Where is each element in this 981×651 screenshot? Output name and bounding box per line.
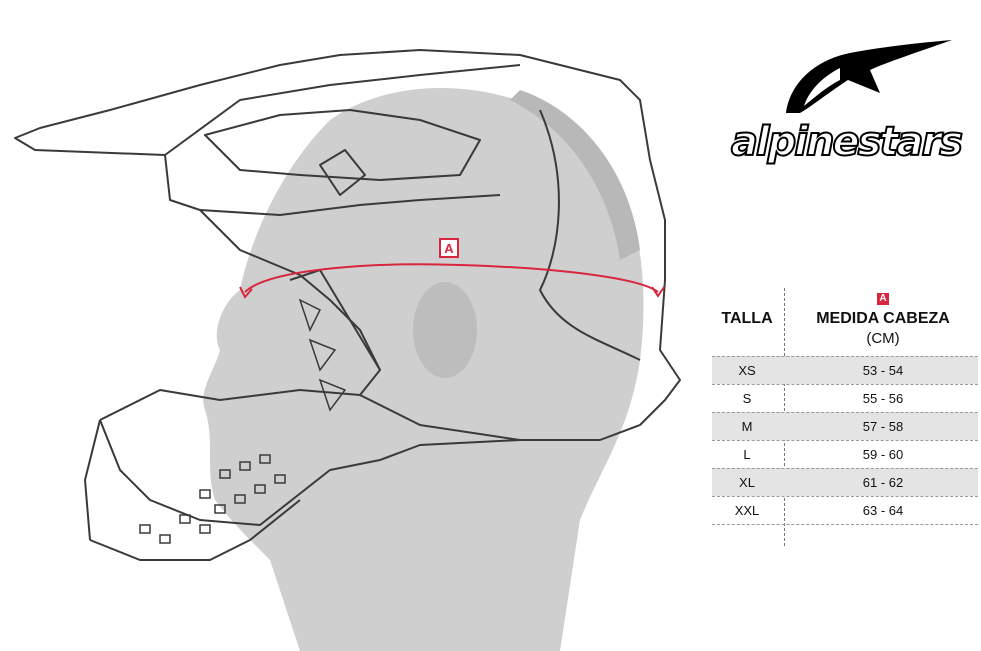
head-measure-line: A [239,238,665,299]
header-measure-unit: (CM) [866,330,900,347]
helmet-illustration: A [14,49,681,651]
table-row: XS 53 - 54 [712,356,978,384]
table-row: L 59 - 60 [712,440,978,468]
row-size: L [743,447,751,462]
row-cm: 59 - 60 [862,447,904,462]
row-cm: 53 - 54 [862,363,904,378]
brand-logo: alpinestars [720,38,972,168]
header-size: TALLA [721,310,773,327]
row-cm: 61 - 62 [862,475,904,490]
table-row: M 57 - 58 [712,412,978,440]
row-size: XL [739,475,755,490]
row-size: S [742,391,752,406]
size-rows: XS 53 - 54 S 55 - 56 M 57 - 58 L 59 - 60… [712,356,978,525]
row-cm: 63 - 64 [862,503,904,518]
measure-marker-box [439,238,459,258]
measure-badge: A [877,293,889,305]
star-logo-icon [786,40,952,113]
header-head-measure: A MEDIDA CABEZA (CM) [788,288,978,347]
table-row: XXL 63 - 64 [712,496,978,524]
table-row: XL 61 - 62 [712,468,978,496]
row-size: XXL [734,503,760,518]
measure-marker-label: A [444,241,454,256]
table-bottom-rule [712,524,978,525]
row-size: XS [738,363,756,378]
header-measure-title: MEDIDA CABEZA [816,310,950,327]
chin-vents [139,298,347,544]
row-size: M [741,419,753,434]
table-row: S 55 - 56 [712,384,978,412]
helmet-outline [14,49,681,561]
row-cm: 55 - 56 [862,391,904,406]
row-cm: 57 - 58 [862,419,904,434]
head-silhouette [203,88,644,651]
brand-wordmark: alpinestars [730,118,964,166]
